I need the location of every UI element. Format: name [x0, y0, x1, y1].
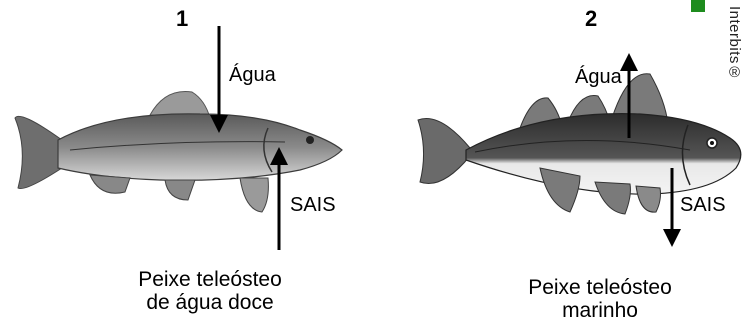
- fish1-caption: Peixe teleósteo de água doce: [70, 268, 350, 314]
- fish2-caption-line1: Peixe teleósteo: [480, 276, 720, 299]
- fish1-pectoral-fin: [240, 178, 268, 212]
- fish2-pelvic-fin: [636, 186, 661, 212]
- fish1-caption-line1: Peixe teleósteo: [70, 268, 350, 291]
- fish1-anal-fin: [90, 175, 130, 193]
- fish1-pelvic-fin: [165, 180, 195, 200]
- fish1-caption-line2: de água doce: [70, 291, 350, 314]
- fish1-eye: [306, 136, 314, 144]
- fish2-salts-label: SAIS: [680, 194, 726, 217]
- fish2-caption-line2: marinho: [480, 299, 720, 322]
- marine-fish-icon: [418, 74, 741, 214]
- fish2-anal-fin-2: [595, 182, 630, 214]
- fish2-water-label: Água: [575, 66, 622, 89]
- fish2-tail: [418, 119, 470, 184]
- fish1-water-label: Água: [229, 64, 276, 87]
- fish1-salts-label: SAIS: [290, 194, 336, 217]
- fish2-caption: Peixe teleósteo marinho: [480, 276, 720, 322]
- fish1-tail: [15, 116, 62, 188]
- fish2-anal-fin-1: [540, 168, 580, 212]
